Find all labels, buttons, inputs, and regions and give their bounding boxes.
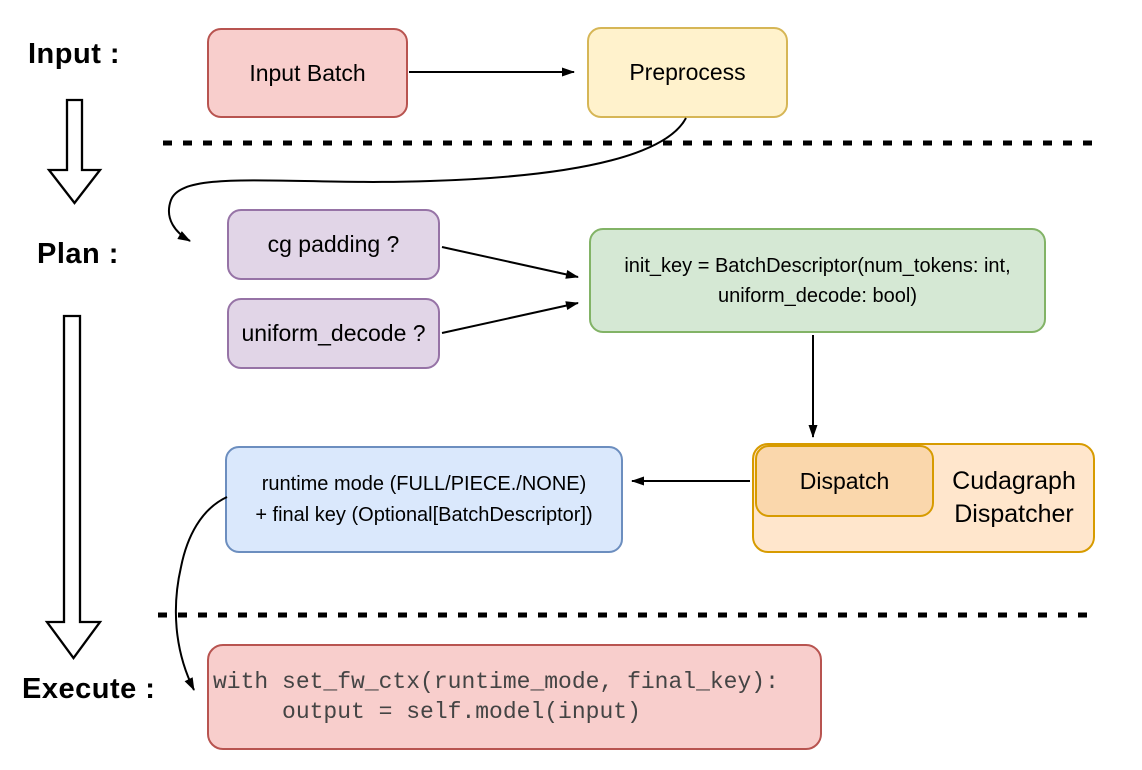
node-runtime-mode-line2: + final key (Optional[BatchDescriptor]) (255, 503, 593, 526)
node-uniform-decode: uniform_decode ? (227, 298, 440, 369)
node-dispatch: Dispatch (755, 445, 934, 517)
node-cg-padding: cg padding ? (227, 209, 440, 280)
execute-code-line2: output = self.model(input) (213, 699, 641, 725)
stage-arrow-plan-to-execute (44, 314, 103, 660)
node-init-key-line2: uniform_decode: bool) (717, 284, 917, 307)
node-preprocess: Preprocess (587, 27, 788, 118)
dispatcher-label-line2: Dispatcher (954, 500, 1074, 528)
stage-label-execute: Execute : (22, 673, 156, 705)
node-runtime-mode: runtime mode (FULL/PIECE./NONE) + final … (225, 446, 623, 553)
node-init-key-line1: init_key = BatchDescriptor(num_tokens: i… (624, 254, 1011, 277)
node-init-key: init_key = BatchDescriptor(num_tokens: i… (589, 228, 1046, 333)
dispatcher-label-line1: Cudagraph (952, 467, 1076, 495)
execute-code-line1: with set_fw_ctx(runtime_mode, final_key)… (213, 669, 779, 695)
stage-label-input: Input : (28, 38, 121, 70)
node-input-batch-label: Input Batch (249, 59, 366, 86)
node-uniform-decode-label: uniform_decode ? (241, 320, 426, 347)
node-cudagraph-dispatcher-label: Cudagraph Dispatcher (930, 465, 1098, 531)
stage-arrow-input-to-plan (46, 98, 103, 205)
arrow-cg-padding-to-init-key (441, 246, 579, 279)
node-preprocess-label: Preprocess (629, 59, 746, 86)
node-runtime-mode-line1: runtime mode (FULL/PIECE./NONE) (261, 472, 587, 495)
node-input-batch: Input Batch (207, 28, 408, 118)
arrow-uniform-decode-to-init-key (441, 301, 579, 334)
stage-label-plan: Plan : (37, 238, 119, 270)
node-cg-padding-label: cg padding ? (267, 231, 400, 258)
node-dispatch-label: Dispatch (799, 467, 890, 494)
node-execute-code: with set_fw_ctx(runtime_mode, final_key)… (207, 644, 822, 750)
